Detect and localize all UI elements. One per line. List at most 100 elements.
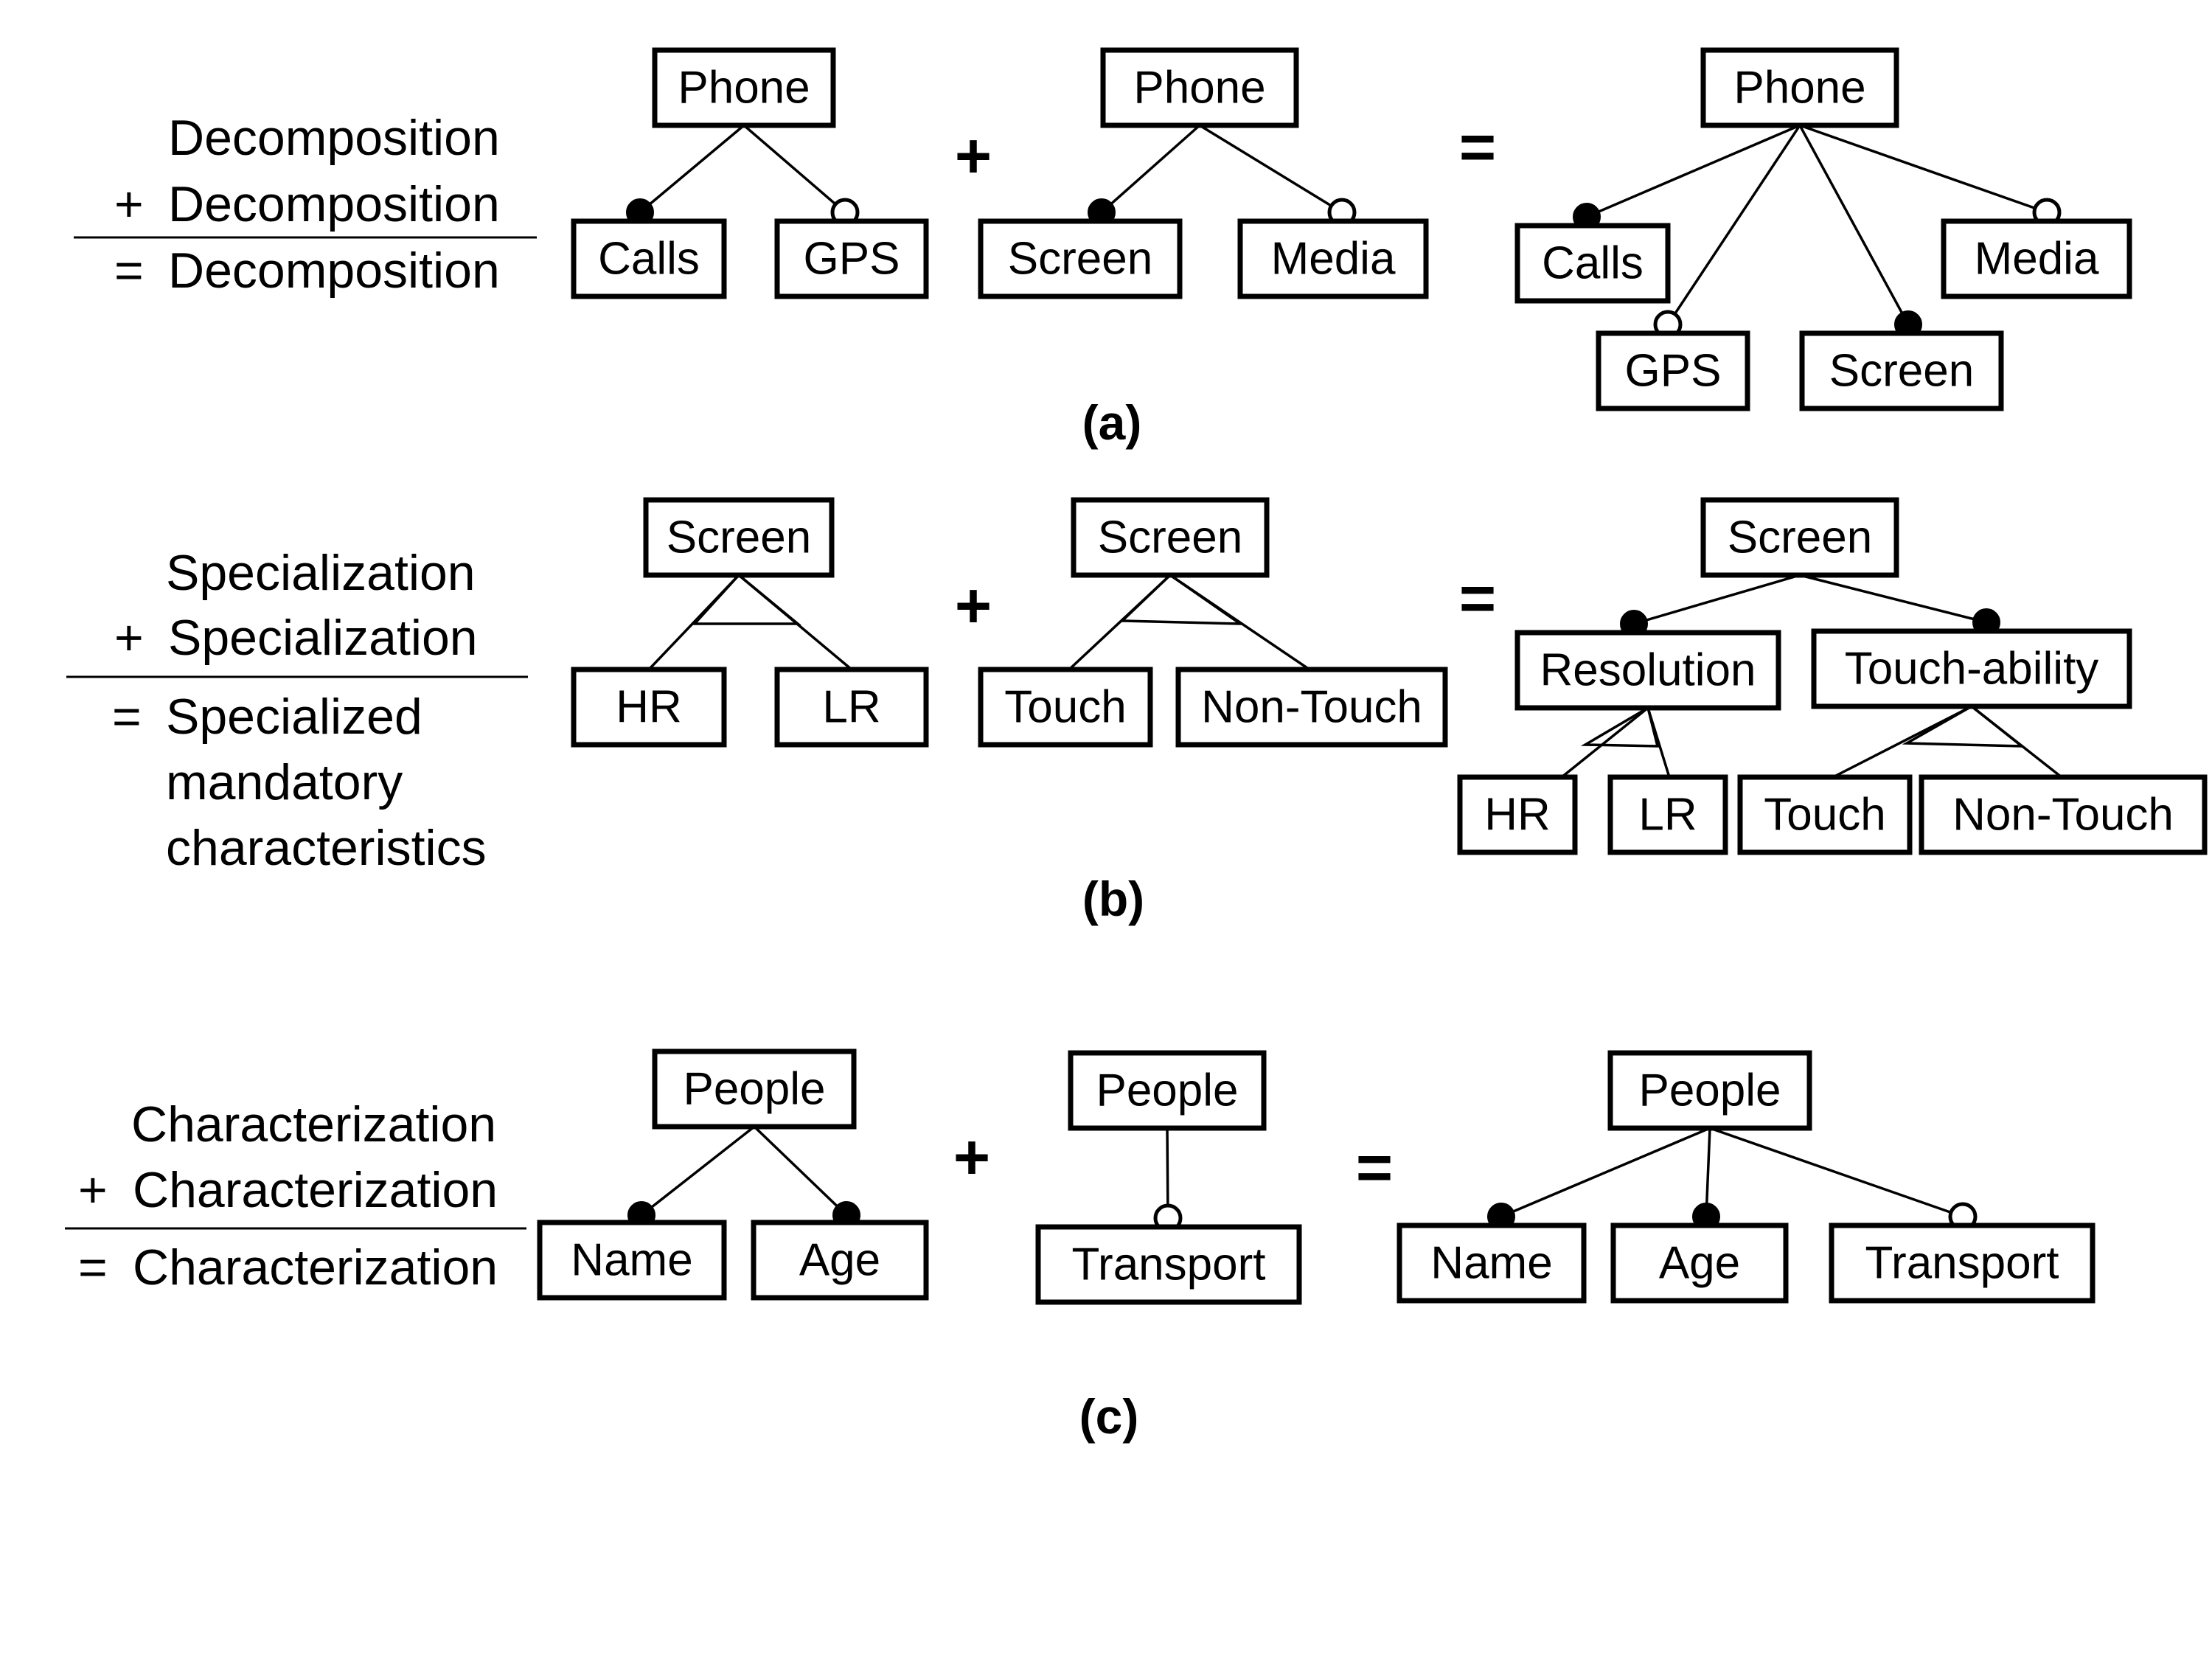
c-left-age-edge-line — [753, 1125, 848, 1217]
b-mid-triangle — [1119, 573, 1245, 625]
a-mid-media-edge-line — [1199, 124, 1343, 214]
b-res-hr: HR — [1457, 774, 1578, 855]
rule-a-plus: + — [114, 176, 144, 232]
rule-b-plus: + — [114, 610, 144, 666]
c-res-transport-edge-line — [1709, 1127, 1964, 1218]
svg-text:Screen: Screen — [667, 512, 811, 563]
c-plus: + — [953, 1122, 990, 1193]
b-res-hr-line — [1560, 706, 1649, 779]
svg-text:People: People — [683, 1064, 825, 1115]
a-res-root: Phone — [1700, 47, 1899, 128]
c-res-age: Age — [1610, 1222, 1789, 1304]
rule-b-result-2: mandatory — [166, 754, 403, 810]
a-plus: + — [955, 121, 992, 192]
b-mid-nontouch: Non-Touch — [1175, 667, 1448, 748]
rule-a-result: Decomposition — [168, 243, 500, 299]
caption-c: (c) — [1079, 1389, 1139, 1444]
svg-text:LR: LR — [822, 682, 880, 733]
a-res-screen: Screen — [1799, 330, 2004, 411]
a-mid-screen: Screen — [978, 218, 1183, 299]
c-mid-root: People — [1068, 1050, 1267, 1131]
b-res-touchability: Touch-ability — [1811, 628, 2132, 709]
rule-c-line1: Characterization — [131, 1096, 496, 1152]
svg-text:Resolution: Resolution — [1540, 645, 1756, 696]
a-left-calls-edge-line — [639, 124, 745, 214]
rule-c-equals: = — [78, 1239, 108, 1295]
rule-a: Decomposition + Decomposition = Decompos… — [74, 110, 537, 299]
svg-text:GPS: GPS — [1625, 346, 1722, 397]
c-res-name: Name — [1397, 1222, 1587, 1304]
svg-text:HR: HR — [616, 682, 682, 733]
svg-text:Calls: Calls — [1542, 238, 1644, 289]
b-left-lr: LR — [774, 667, 929, 748]
svg-text:Touch: Touch — [1764, 790, 1885, 841]
caption-b: (b) — [1082, 872, 1144, 926]
a-res-screen-edge-line — [1798, 125, 1910, 325]
b-res-touchability-triangle — [1902, 704, 2026, 748]
b-res-resolution-edge-line — [1633, 574, 1801, 625]
rule-b-line2: Specialization — [168, 610, 478, 666]
b-res-touch: Touch — [1737, 774, 1913, 855]
rule-c: Characterization + Characterization = Ch… — [65, 1096, 526, 1295]
b-left-hr: HR — [571, 667, 727, 748]
b-left-triangle — [692, 573, 801, 625]
b-res-nontouch: Non-Touch — [1919, 774, 2208, 855]
a-mid-media: Media — [1237, 218, 1429, 299]
svg-text:LR: LR — [1638, 790, 1697, 841]
svg-text:GPS: GPS — [804, 234, 900, 285]
svg-text:Non-Touch: Non-Touch — [1952, 790, 2174, 841]
b-res-resolution: Resolution — [1514, 630, 1781, 711]
a-left-calls: Calls — [571, 218, 727, 299]
c-mid-transport-edge-line — [1166, 1127, 1169, 1219]
svg-text:Media: Media — [1975, 234, 2099, 285]
b-res-lr: LR — [1607, 774, 1728, 855]
rule-c-line2: Characterization — [133, 1162, 498, 1218]
svg-text:HR: HR — [1484, 790, 1551, 841]
svg-text:Calls: Calls — [598, 234, 700, 285]
c-equals: = — [1356, 1133, 1393, 1203]
rule-c-plus: + — [78, 1162, 108, 1218]
rule-b-line1: Specialization — [166, 545, 476, 601]
svg-text:Age: Age — [1659, 1238, 1740, 1289]
rule-a-line2: Decomposition — [168, 176, 500, 232]
caption-a: (a) — [1082, 395, 1142, 450]
b-plus: + — [955, 571, 992, 641]
c-left-name-edge-line — [640, 1125, 756, 1217]
c-left-root: People — [652, 1048, 857, 1130]
c-res-transport: Transport — [1829, 1222, 2096, 1304]
svg-text:Media: Media — [1271, 234, 1396, 285]
svg-text:Screen: Screen — [1728, 512, 1872, 563]
a-res-gps: GPS — [1596, 330, 1750, 411]
rule-b: Specialization + Specialization = Specia… — [66, 545, 528, 876]
svg-text:Phone: Phone — [678, 63, 810, 114]
rule-b-equals: = — [112, 689, 142, 745]
c-res-root: People — [1607, 1050, 1812, 1131]
svg-text:Name: Name — [1430, 1238, 1552, 1289]
svg-text:Screen: Screen — [1829, 346, 1974, 397]
a-equals: = — [1459, 112, 1496, 183]
a-res-calls: Calls — [1514, 223, 1671, 304]
a-mid-screen-edge-line — [1100, 124, 1201, 214]
a-left-gps-edge-line — [742, 124, 846, 214]
svg-text:Transport: Transport — [1865, 1238, 2059, 1289]
svg-text:Phone: Phone — [1133, 63, 1265, 114]
rule-b-result-1: Specialized — [166, 689, 422, 745]
rule-a-line1: Decomposition — [168, 110, 500, 166]
svg-text:Age: Age — [799, 1235, 880, 1286]
rule-c-result: Characterization — [133, 1239, 498, 1295]
svg-text:Screen: Screen — [1008, 234, 1152, 285]
b-res-root: Screen — [1700, 497, 1899, 578]
a-res-calls-edge-line — [1586, 124, 1801, 218]
a-mid-root: Phone — [1100, 47, 1299, 128]
b-res-touchability-edge-line — [1799, 574, 1987, 624]
svg-text:Non-Touch: Non-Touch — [1201, 682, 1422, 733]
a-res-gps-edge-line — [1666, 125, 1801, 325]
svg-text:Transport: Transport — [1071, 1239, 1265, 1290]
svg-text:People: People — [1096, 1065, 1238, 1116]
svg-text:Touch: Touch — [1004, 682, 1126, 733]
c-res-name-edge-line — [1500, 1127, 1711, 1218]
a-left-gps: GPS — [774, 218, 929, 299]
b-mid-touch: Touch — [978, 667, 1153, 748]
b-mid-root: Screen — [1071, 497, 1270, 578]
